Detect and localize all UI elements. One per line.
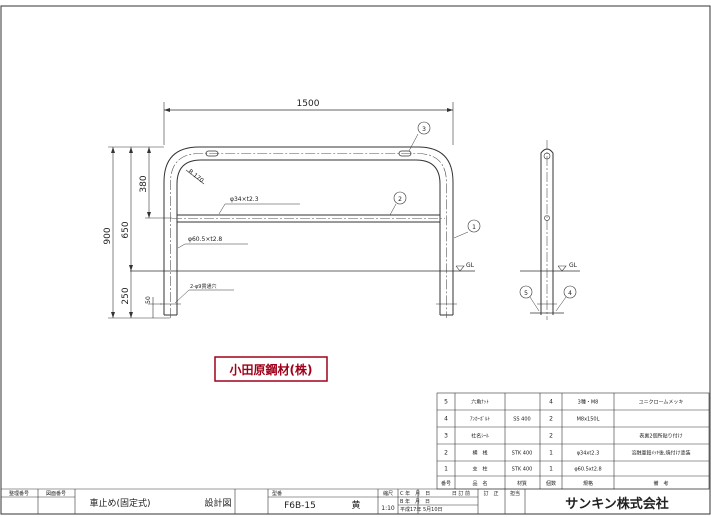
pipe-post-label: φ60.5×t2.8 bbox=[188, 236, 222, 243]
parts-cell-no: 4 bbox=[444, 416, 448, 423]
frame-outer-line bbox=[163, 146, 454, 315]
front-view bbox=[130, 146, 475, 318]
scale-label: 縮尺 bbox=[383, 490, 393, 497]
parts-cell-name: 社名ｼｰﾙ bbox=[471, 433, 489, 440]
parts-cell-remark: ユニクロームメッキ bbox=[639, 400, 684, 406]
model-label: 型番 bbox=[272, 490, 282, 497]
side-view bbox=[520, 140, 580, 320]
side-top-hole bbox=[543, 152, 551, 160]
model-number: F6B-15 bbox=[284, 501, 316, 511]
gl-marker-front bbox=[455, 265, 465, 272]
balloon-5: 5 bbox=[519, 285, 540, 312]
parts-cell-material: STK 400 bbox=[512, 451, 533, 457]
approver-label: 担当 bbox=[510, 490, 520, 497]
parts-cell-qty: 4 bbox=[549, 399, 553, 406]
parts-cell-spec: φ34xt2.3 bbox=[577, 451, 600, 457]
hdr-qty: 個数 bbox=[546, 480, 556, 487]
parts-cell-material: SS 400 bbox=[513, 417, 530, 423]
design-label: 設計図 bbox=[204, 497, 231, 509]
svg-text:2: 2 bbox=[398, 196, 402, 203]
parts-header: 番号 品 名 材質 個数 規格 備 考 bbox=[441, 480, 669, 487]
svg-text:5: 5 bbox=[524, 290, 528, 297]
svg-text:4: 4 bbox=[568, 290, 572, 297]
scale-value: 1:10 bbox=[381, 505, 395, 512]
parts-cell-remark: 表裏2個所貼り付け bbox=[639, 433, 682, 440]
dim-vertical bbox=[108, 146, 172, 319]
parts-cell-name: ｱﾝｶｰﾎﾞﾙﾄ bbox=[470, 416, 491, 423]
balloon-4: 4 bbox=[555, 285, 577, 312]
maker-stamp-box bbox=[214, 356, 328, 382]
parts-cell-no: 3 bbox=[444, 433, 448, 440]
sticker-left bbox=[205, 150, 219, 157]
side-mid-hole bbox=[544, 215, 550, 221]
parts-cell-spec: φ60.5xt2.8 bbox=[574, 467, 601, 473]
parts-cell-qty: 1 bbox=[549, 466, 553, 473]
parts-cell-qty: 2 bbox=[549, 416, 553, 423]
parts-cell-name: 支 柱 bbox=[472, 466, 487, 473]
svg-text:1: 1 bbox=[472, 224, 476, 231]
title-block bbox=[1, 488, 709, 514]
pipe-top-label: φ34×t2.3 bbox=[230, 196, 259, 203]
parts-cell-name: 六角ﾅｯﾄ bbox=[471, 399, 489, 406]
parts-rows: 5 六角ﾅｯﾄ 4 3種・M8 ユニクロームメッキ 4 ｱﾝｶｰﾎﾞﾙﾄ SS 400 2 M8x… bbox=[444, 399, 690, 473]
dim-height-total: 900 bbox=[103, 227, 113, 244]
hdr-material: 材質 bbox=[517, 480, 527, 487]
balloon-1: 1 bbox=[453, 219, 481, 239]
product-name: 車止め(固定式) bbox=[89, 497, 150, 509]
dim-height-base: 50 bbox=[145, 296, 152, 304]
label-drawing-no: 図面番号 bbox=[46, 490, 66, 497]
parts-cell-name: 横 桟 bbox=[472, 450, 487, 457]
frame-inner-line bbox=[176, 159, 441, 315]
dim-height-lower: 250 bbox=[121, 287, 131, 304]
gl-label-front: GL bbox=[466, 262, 475, 269]
model-color: 黄 bbox=[351, 499, 360, 511]
label-doc-no: 整理番号 bbox=[9, 490, 29, 497]
hdr-name: 品 名 bbox=[472, 480, 487, 487]
maker-stamp: 小田原鋼材(株) bbox=[230, 362, 313, 377]
parts-cell-no: 1 bbox=[444, 466, 448, 473]
parts-cell-no: 5 bbox=[444, 399, 448, 406]
frame-centerline bbox=[170, 153, 447, 318]
hdr-spec: 規格 bbox=[583, 480, 593, 487]
dim-height-top: 380 bbox=[139, 175, 149, 192]
parts-cell-no: 2 bbox=[444, 450, 448, 457]
hdr-no: 番号 bbox=[441, 480, 451, 487]
parts-cell-remark: 溶融亜鉛ﾒｯｷ後,焼付け塗装 bbox=[631, 450, 690, 457]
dim-width-label: 1500 bbox=[297, 99, 320, 109]
rev-b: B 年 月 日 bbox=[400, 498, 430, 505]
svg-text:3: 3 bbox=[422, 126, 426, 133]
sheet-border bbox=[0, 5, 711, 515]
balloon-2: 2 bbox=[389, 191, 407, 216]
company-name: サンキン株式会社 bbox=[565, 496, 669, 512]
rev-c: C 年 月 日 bbox=[400, 490, 430, 497]
dim-width bbox=[163, 102, 454, 145]
gl-label-side: GL bbox=[569, 262, 578, 269]
parts-cell-qty: 2 bbox=[549, 433, 553, 440]
parts-table bbox=[436, 392, 710, 490]
parts-cell-material: STK 400 bbox=[512, 467, 533, 473]
parts-cell-qty: 1 bbox=[549, 450, 553, 457]
radius-leader bbox=[185, 169, 205, 185]
sticker-right bbox=[398, 150, 412, 157]
revision-label: 訂 正 bbox=[483, 490, 498, 497]
hdr-remark: 備 考 bbox=[653, 480, 668, 487]
holes-label: 2-φ9貫通穴 bbox=[190, 283, 216, 290]
parts-cell-spec: M8x150L bbox=[577, 417, 600, 423]
radius-label: R 170 bbox=[187, 168, 205, 184]
balloon-3: 3 bbox=[408, 121, 431, 152]
rev-date: 平成17年 5月10日 bbox=[400, 506, 443, 513]
revised-label: 日 訂 前 bbox=[452, 490, 470, 497]
dim-height-upper: 650 bbox=[121, 221, 131, 238]
parts-cell-spec: 3種・M8 bbox=[578, 399, 599, 406]
